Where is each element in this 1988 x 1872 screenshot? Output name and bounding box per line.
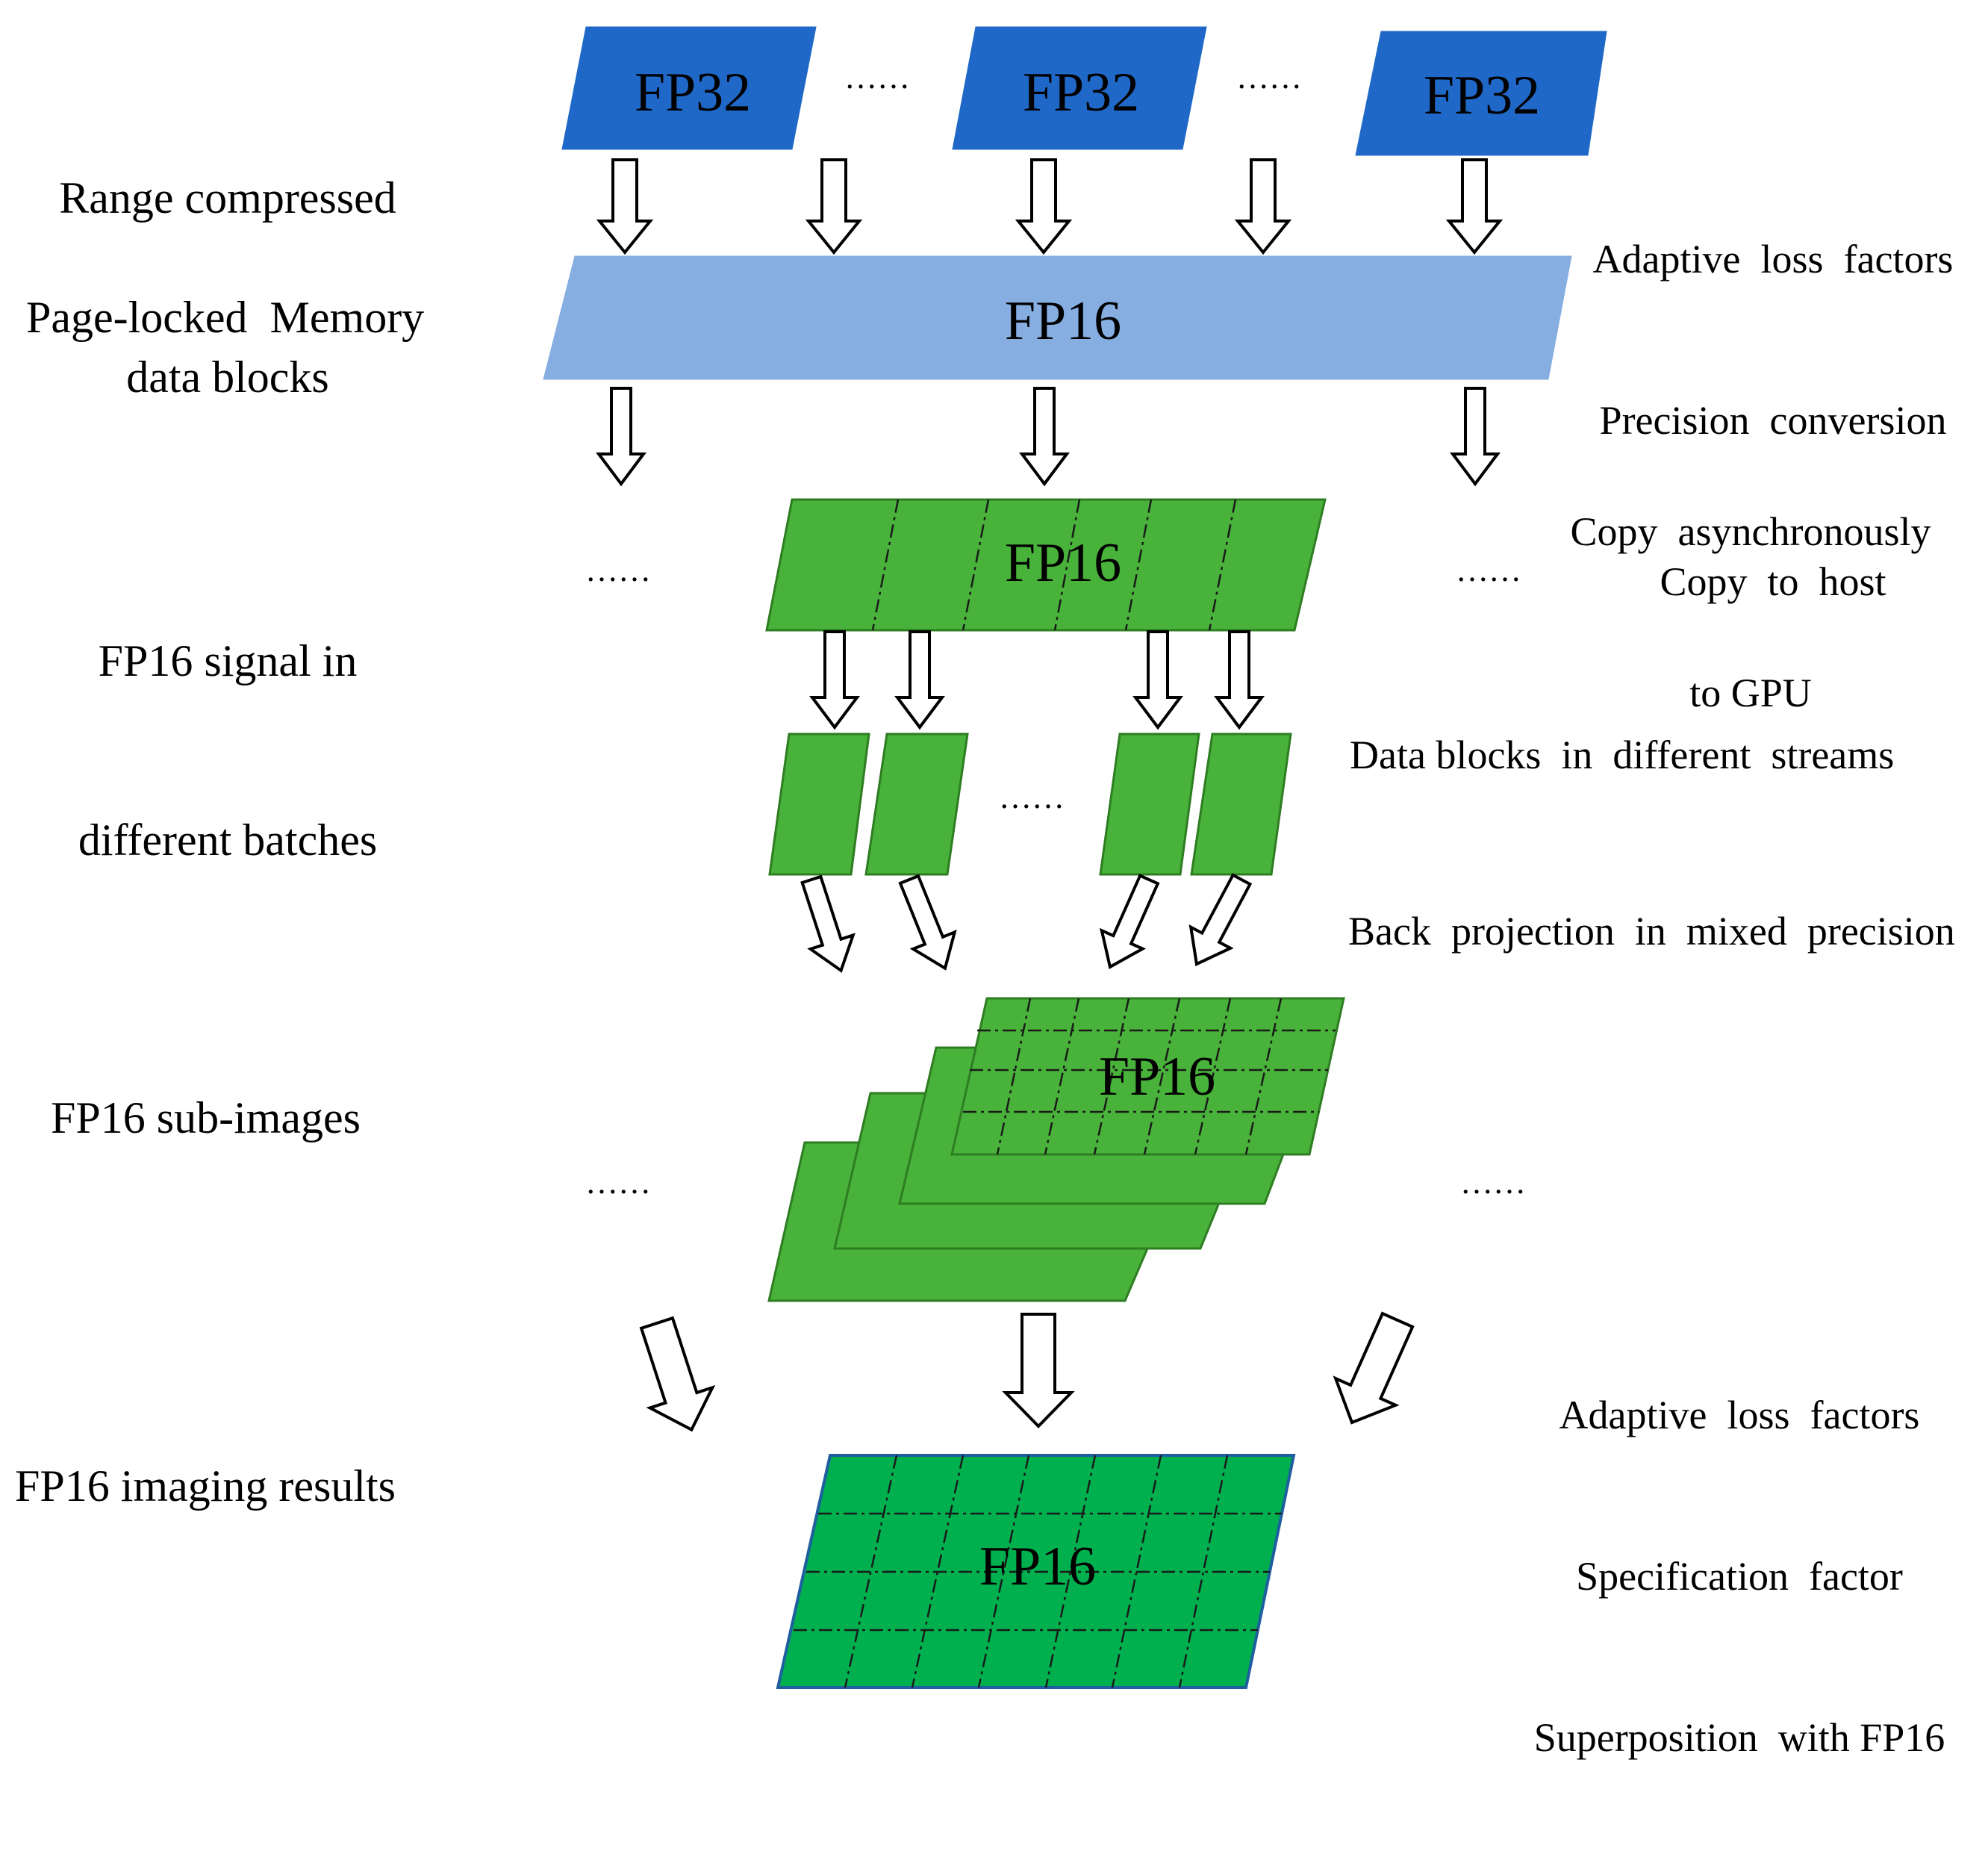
label-fp16-signal-line1: FP16 signal in bbox=[98, 636, 358, 685]
stream-block-4 bbox=[1190, 733, 1292, 876]
arrow-diagonal-icon bbox=[624, 1311, 725, 1442]
arrow-down-icon bbox=[1236, 158, 1290, 254]
label-fp16-signal: FP16 signal in different batches bbox=[30, 511, 426, 989]
annotation-to-host-line3: Copy to host bbox=[1660, 559, 1886, 604]
arrow-down-icon bbox=[1021, 387, 1068, 485]
arrows-to-gpu bbox=[597, 387, 1499, 485]
arrow-down-icon bbox=[1004, 1313, 1073, 1428]
pipeline-diagram: FP32 FP32 FP32 …… …… FP16 bbox=[543, 26, 1607, 1689]
stream-block-2 bbox=[864, 733, 969, 876]
label-fp16-signal-line2: different batches bbox=[78, 815, 378, 865]
label-range-compressed: Range compressed data blocks bbox=[22, 49, 433, 526]
fp32-blocks: FP32 FP32 FP32 …… …… bbox=[561, 26, 1607, 156]
fp32-block-2 bbox=[952, 26, 1207, 150]
arrows-to-host bbox=[598, 158, 1501, 254]
fp32-label-3: FP32 bbox=[1424, 65, 1540, 126]
fp16-imaging-result: FP16 bbox=[776, 1454, 1296, 1689]
ellipsis-fp32-2: …… bbox=[1236, 59, 1302, 96]
arrow-diagonal-icon bbox=[1088, 868, 1171, 978]
arrow-down-icon bbox=[597, 387, 645, 485]
arrow-diagonal-icon bbox=[887, 869, 967, 978]
annotation-superposition-line3: Superposition with FP16 bbox=[1533, 1715, 1945, 1760]
result-label: FP16 bbox=[979, 1536, 1096, 1597]
ellipsis-fp32-1: …… bbox=[844, 59, 910, 96]
annotation-backprojection: Back projection in mixed precision bbox=[1348, 909, 1955, 954]
stream-blocks: …… bbox=[768, 733, 1292, 876]
arrows-to-streams bbox=[811, 630, 1263, 729]
annotation-to-gpu-line1: Copy asynchronously bbox=[1570, 509, 1931, 554]
annotation-superposition-line2: Specification factor bbox=[1576, 1554, 1903, 1599]
label-range-compressed-line2: data blocks bbox=[126, 352, 329, 402]
annotation-to-host-line1: Adaptive loss factors bbox=[1592, 237, 1954, 282]
arrow-diagonal-icon bbox=[788, 871, 864, 980]
label-fp16-results: FP16 imaging results bbox=[15, 1461, 396, 1511]
arrow-diagonal-icon bbox=[1320, 1305, 1430, 1437]
fp16-subimage-stack: FP16 …… …… bbox=[585, 997, 1526, 1302]
arrow-down-icon bbox=[811, 630, 859, 729]
fp32-block-3 bbox=[1355, 31, 1607, 156]
arrow-down-icon bbox=[807, 158, 861, 254]
subimage-label: FP16 bbox=[1099, 1046, 1215, 1107]
annotation-streams: Data blocks in different streams bbox=[1350, 733, 1895, 777]
annotation-to-gpu: Copy asynchronously to GPU bbox=[1549, 397, 1952, 827]
ellipsis-subimage-left: …… bbox=[585, 1164, 651, 1201]
annotation-superposition: Adaptive loss factors Specification fact… bbox=[1501, 1281, 1978, 1872]
subimage-4 bbox=[950, 997, 1345, 1156]
diagram-stage: FP32 FP32 FP32 …… …… FP16 bbox=[15, 26, 1971, 1760]
label-fp16-subimages: FP16 sub-images bbox=[51, 1093, 361, 1142]
arrow-down-icon bbox=[1451, 387, 1499, 485]
ellipsis-streams: …… bbox=[999, 779, 1065, 815]
annotation-to-gpu-line2: to GPU bbox=[1689, 671, 1812, 715]
fp32-block-1 bbox=[561, 26, 817, 150]
page-locked-memory: FP16 bbox=[543, 255, 1572, 380]
arrow-down-icon bbox=[1017, 158, 1071, 254]
arrow-diagonal-icon bbox=[1177, 869, 1261, 974]
ellipsis-signal-left: …… bbox=[585, 552, 651, 588]
label-range-compressed-line1: Range compressed bbox=[59, 173, 396, 223]
arrows-superposition bbox=[624, 1305, 1430, 1442]
ellipsis-signal-right: …… bbox=[1456, 552, 1521, 588]
fp32-label-2: FP32 bbox=[1023, 62, 1139, 123]
label-page-locked: Page-locked Memory bbox=[26, 293, 425, 342]
signal-block bbox=[765, 498, 1327, 632]
arrows-backprojection bbox=[788, 868, 1261, 980]
stream-block-1 bbox=[768, 733, 870, 876]
memory-label: FP16 bbox=[1005, 290, 1121, 352]
annotation-to-host: Adaptive loss factors Precision conversi… bbox=[1575, 125, 1971, 716]
fp16-signal-batch: FP16 …… …… bbox=[585, 498, 1521, 632]
ellipsis-subimage-right: …… bbox=[1460, 1164, 1526, 1201]
annotation-superposition-line1: Adaptive loss factors bbox=[1559, 1393, 1920, 1437]
arrow-down-icon bbox=[1448, 158, 1501, 254]
arrow-down-icon bbox=[1134, 630, 1182, 729]
annotation-to-host-line2: Precision conversion bbox=[1599, 398, 1947, 443]
stream-block-3 bbox=[1099, 733, 1200, 876]
signal-label: FP16 bbox=[1005, 532, 1121, 594]
memory-bar bbox=[543, 255, 1572, 380]
fp32-label-1: FP32 bbox=[635, 62, 751, 123]
arrow-down-icon bbox=[598, 158, 652, 254]
arrow-down-icon bbox=[896, 630, 944, 729]
arrow-down-icon bbox=[1215, 630, 1263, 729]
